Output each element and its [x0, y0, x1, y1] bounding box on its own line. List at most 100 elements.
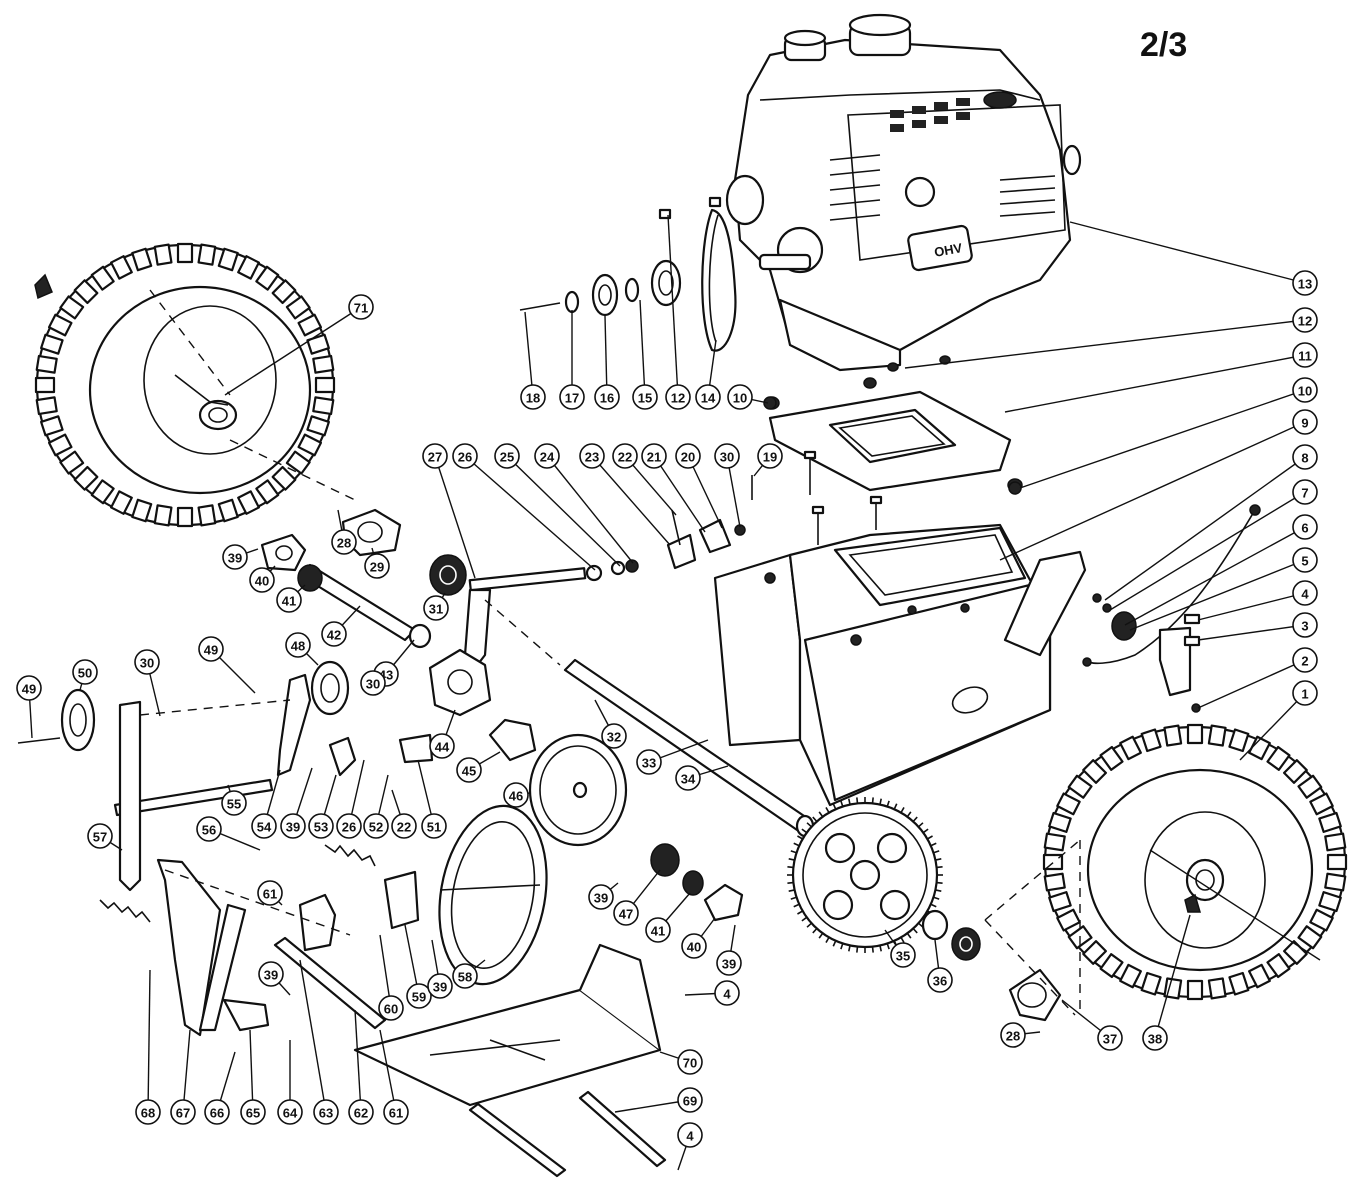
callout-circle — [364, 553, 390, 579]
callout-circle — [503, 782, 529, 808]
leader-line-23 — [591, 455, 671, 546]
callout-label: 5 — [1301, 554, 1308, 569]
callout-label: 50 — [78, 666, 92, 681]
callout-circle — [87, 823, 113, 849]
callout-label: 39 — [722, 957, 736, 972]
callout-circle — [383, 1099, 409, 1125]
callout-label: 56 — [202, 823, 216, 838]
engine-illustration: OHV — [725, 13, 1082, 372]
callout-label: 37 — [1103, 1032, 1117, 1047]
callout-label: 62 — [354, 1106, 368, 1121]
callout-40: 40 — [681, 933, 707, 959]
callout-circle — [727, 384, 753, 410]
callout-18: 18 — [520, 384, 546, 410]
callout-circle — [280, 813, 306, 839]
callout-circle — [1292, 444, 1318, 470]
callout-circle — [612, 443, 638, 469]
callout-label: 18 — [526, 391, 540, 406]
callout-42: 42 — [321, 621, 347, 647]
callout-30: 30 — [134, 649, 160, 675]
callout-circle — [714, 980, 740, 1006]
callout-circle — [695, 384, 721, 410]
callout-label: 51 — [427, 820, 441, 835]
callout-circle — [276, 587, 302, 613]
callout-9: 9 — [1292, 409, 1318, 435]
callout-21: 21 — [641, 443, 667, 469]
callout-circle — [406, 983, 432, 1009]
leader-line-2 — [1197, 659, 1306, 709]
callout-circle — [258, 961, 284, 987]
callout-label: 52 — [369, 820, 383, 835]
callout-25: 25 — [494, 443, 520, 469]
leader-line-4 — [1197, 592, 1306, 621]
leader-line-18 — [524, 311, 534, 398]
leader-line-71 — [224, 306, 362, 396]
callout-circle — [1292, 342, 1318, 368]
callout-51: 51 — [421, 813, 447, 839]
leader-line-8 — [1104, 456, 1306, 601]
callout-label: 17 — [565, 391, 579, 406]
callout-49: 49 — [16, 675, 42, 701]
callout-label: 41 — [282, 594, 296, 609]
callout-28: 28 — [331, 529, 357, 555]
callout-4: 4 — [677, 1122, 703, 1148]
callout-38: 38 — [1142, 1025, 1168, 1051]
callout-label: 27 — [428, 450, 442, 465]
callout-label: 11 — [1298, 349, 1312, 364]
callout-label: 34 — [681, 772, 696, 787]
callout-circle — [1292, 307, 1318, 333]
callout-label: 25 — [500, 450, 514, 465]
callout-circle — [675, 443, 701, 469]
callout-label: 9 — [1301, 416, 1308, 431]
leader-line-15 — [639, 299, 646, 398]
callout-circle — [456, 757, 482, 783]
callout-circle — [391, 813, 417, 839]
callout-label: 10 — [733, 391, 747, 406]
callout-label: 30 — [140, 656, 154, 671]
callout-label: 42 — [327, 628, 341, 643]
leader-line-6 — [1124, 526, 1306, 626]
callout-circle — [1142, 1025, 1168, 1051]
callout-circle — [890, 942, 916, 968]
callout-label: 55 — [227, 797, 241, 812]
callout-50: 50 — [72, 659, 98, 685]
callout-circle — [757, 443, 783, 469]
callout-label: 68 — [141, 1106, 155, 1121]
callout-label: 60 — [384, 1002, 398, 1017]
callout-55: 55 — [221, 790, 247, 816]
callout-label: 41 — [651, 924, 665, 939]
callout-4: 4 — [714, 980, 740, 1006]
leader-line-25 — [506, 455, 621, 567]
callout-circle — [1292, 612, 1318, 638]
callout-circle — [135, 1099, 161, 1125]
callout-39: 39 — [280, 813, 306, 839]
callout-circle — [427, 973, 453, 999]
callout-circle — [429, 733, 455, 759]
leader-line-68 — [147, 969, 151, 1113]
callout-circle — [16, 675, 42, 701]
callout-23: 23 — [579, 443, 605, 469]
callout-circle — [681, 933, 707, 959]
callout-71: 71 — [348, 294, 374, 320]
leader-line-24 — [546, 455, 634, 564]
callout-circle — [677, 1049, 703, 1075]
callout-4: 4 — [1292, 580, 1318, 606]
callout-49: 49 — [198, 636, 224, 662]
callout-39: 39 — [258, 961, 284, 987]
callout-circle — [452, 443, 478, 469]
callout-circle — [588, 884, 614, 910]
leader-line-61 — [379, 1029, 397, 1113]
callout-22: 22 — [612, 443, 638, 469]
callout-62: 62 — [348, 1099, 374, 1125]
callout-circle — [251, 813, 277, 839]
leader-line-11 — [1004, 354, 1306, 413]
callout-16: 16 — [594, 384, 620, 410]
callout-label: 20 — [681, 450, 695, 465]
callout-label: 40 — [255, 574, 269, 589]
left-wheel — [34, 242, 336, 528]
callout-10: 10 — [727, 384, 753, 410]
callout-circle — [579, 443, 605, 469]
callout-label: 64 — [283, 1106, 298, 1121]
callout-33: 33 — [636, 749, 662, 775]
